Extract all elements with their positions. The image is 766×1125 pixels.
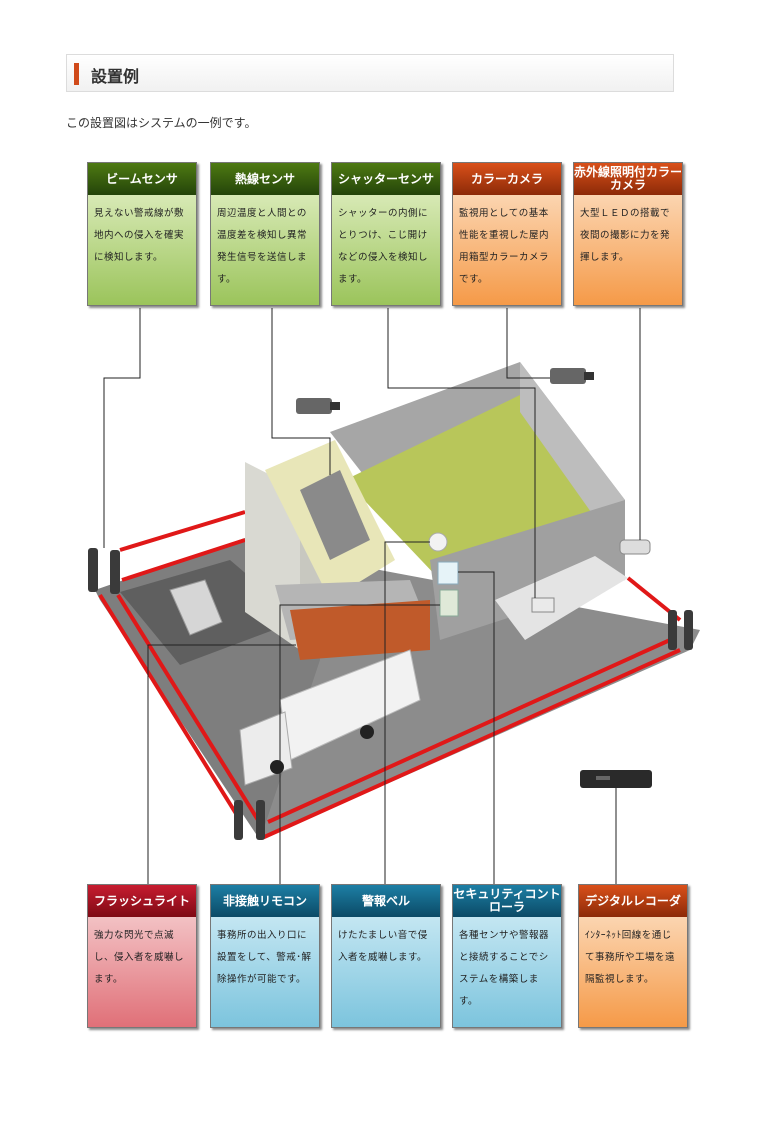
ir-camera [619,539,651,555]
box-title: フラッシュライト [88,885,196,917]
box-title: シャッターセンサ [332,163,440,195]
box-beam-sensor: ビームセンサ 見えない警戒線が敷地内への侵入を確実に検知します。 [87,162,197,306]
leader-lines [103,308,641,884]
box-description: 事務所の出入り口に設置をして、警戒･解除操作が可能です。 [217,930,312,985]
box-security-controller: セキュリティコントローラ 各種センサや警報器と接続することでシステムを構築します… [452,884,562,1028]
box-description: ｲﾝﾀｰﾈｯﾄ回線を通じて事務所や工場を遠隔監視します。 [585,930,676,985]
page-title: 設置例 [91,67,140,86]
alarm-bell-device [428,532,448,552]
box-title: 非接触リモコン [211,885,319,917]
box-flash-light: フラッシュライト 強力な閃光で点滅し、侵入者を威嚇します。 [87,884,197,1028]
box-description: 監視用としての基本性能を重視した屋内用箱型カラーカメラです。 [459,208,550,285]
box-heat-sensor: 熱線センサ 周辺温度と人間との温度差を検知し異常発生信号を送信します。 [210,162,320,306]
box-description: シャッターの内側にとりつけ、こじ開けなどの侵入を検知します。 [338,208,429,285]
intro-text: この設置図はシステムの一例です。 [66,116,257,130]
box-title: 赤外線照明付カラーカメラ [574,163,682,195]
box-color-camera: カラーカメラ 監視用としての基本性能を重視した屋内用箱型カラーカメラです。 [452,162,562,306]
box-title: 警報ベル [332,885,440,917]
box-digital-recorder: デジタルレコーダ ｲﾝﾀｰﾈｯﾄ回線を通じて事務所や工場を遠隔監視します。 [578,884,688,1028]
box-description: 大型ＬＥＤの搭載で夜間の撮影に力を発揮します。 [580,208,671,263]
box-description: 強力な閃光で点滅し、侵入者を威嚇します。 [94,930,185,985]
shutter-sensor-device [531,597,555,613]
box-description: けたたましい音で侵入者を威嚇します。 [338,930,428,963]
box-title: カラーカメラ [453,163,561,195]
beam-sensor-posts [88,548,693,840]
box-title: デジタルレコーダ [579,885,687,917]
section-heading: 設置例 [66,54,674,92]
shutter [495,556,628,640]
entrance-base [290,600,430,660]
box-description: 見えない警戒線が敷地内への侵入を確実に検知します。 [94,208,185,263]
controller-device [439,589,459,617]
box-title: ビームセンサ [88,163,196,195]
box-alarm-bell: 警報ベル けたたましい音で侵入者を威嚇します。 [331,884,441,1028]
camera-right [550,368,594,384]
box-title: 熱線センサ [211,163,319,195]
box-shutter-sensor: シャッターセンサ シャッターの内側にとりつけ、こじ開けなどの侵入を検知します。 [331,162,441,306]
camera-left [296,398,340,414]
box-contactless-remote: 非接触リモコン 事務所の出入り口に設置をして、警戒･解除操作が可能です。 [210,884,320,1028]
heading-accent-bar [74,63,79,85]
box-title: セキュリティコントローラ [453,885,561,917]
box-description: 各種センサや警報器と接続することでシステムを構築します。 [459,930,550,1007]
office-floor-room [300,470,370,560]
digital-recorder-device [580,770,652,788]
parked-car [169,579,223,636]
box-description: 周辺温度と人間との温度差を検知し異常発生信号を送信します。 [217,208,308,285]
perimeter-fence [98,510,682,840]
box-ir-color-camera: 赤外線照明付カラーカメラ 大型ＬＥＤの搭載で夜間の撮影に力を発揮します。 [573,162,683,306]
remote-reader-device [437,561,459,585]
factory-front-wall [430,500,625,640]
